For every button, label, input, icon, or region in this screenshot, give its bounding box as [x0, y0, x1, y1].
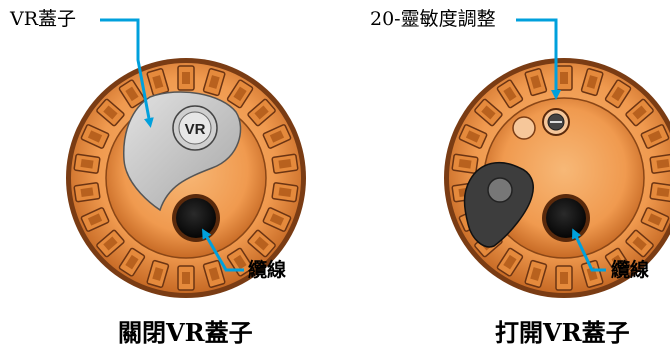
disc-tooth-slot: [560, 72, 568, 84]
disc-tooth-slot: [233, 86, 247, 102]
left-cable-arrow: [201, 228, 244, 272]
disc-tooth-slot: [103, 236, 118, 251]
disc-tooth-slot: [503, 86, 517, 102]
disc-tooth-slot: [530, 267, 542, 281]
label-cable-right: 纜線: [611, 259, 650, 281]
disc-tooth-slot: [611, 86, 625, 102]
disc-tooth-slot: [586, 75, 598, 89]
disc-tooth-slot: [560, 272, 568, 284]
disc-tooth-slot: [632, 105, 647, 120]
disc-tooth-slot: [152, 75, 164, 89]
disc-tooth-slot: [656, 187, 670, 198]
vr-logo-text: VR: [185, 121, 206, 138]
disc-tooth-slot: [254, 236, 269, 251]
disc-tooth-slot: [233, 254, 247, 270]
disc-tooth-slot: [611, 254, 625, 270]
disc-tooth-slot: [269, 213, 285, 226]
vr-cover-arrow: [100, 18, 154, 128]
disc-tooth-slot: [647, 213, 663, 226]
disc-tooth-slot: [80, 187, 94, 198]
callouts: [100, 18, 606, 272]
disc-tooth-slot: [87, 213, 103, 226]
disc-tooth-slot: [481, 105, 496, 120]
label-sensitivity-adjust: 20-靈敏度調整: [370, 8, 496, 30]
disc-tooth-slot: [278, 158, 292, 169]
caption-closed-vr-cover: 關閉VR蓋子: [118, 318, 253, 347]
disc-tooth-slot: [182, 72, 190, 84]
aux-port: [512, 116, 536, 140]
disc-tooth-slot: [530, 75, 542, 89]
label-cable-left: 纜線: [248, 259, 287, 281]
disc-tooth-slot: [80, 158, 94, 169]
disc-tooth-slot: [269, 130, 285, 143]
disc-tooth-slot: [465, 130, 481, 143]
disc-tooth-slot: [656, 158, 670, 169]
disc-tooth-slot: [208, 75, 220, 89]
disc-tooth-slot: [632, 236, 647, 251]
disc-tooth-slot: [125, 254, 139, 270]
disc-tooth-slot: [208, 267, 220, 281]
left-disc-teeth: [73, 65, 299, 291]
disc-tooth-slot: [458, 158, 472, 169]
disc-tooth-slot: [647, 130, 663, 143]
disc-tooth-slot: [125, 86, 139, 102]
opened-cover-hinge: [487, 177, 513, 203]
disc-tooth-slot: [152, 267, 164, 281]
right-disc: [444, 58, 670, 298]
caption-open-vr-cover: 打開VR蓋子: [495, 318, 630, 347]
disc-tooth-slot: [103, 105, 118, 120]
left-cable-hole: [176, 198, 216, 238]
disc-tooth-slot: [254, 105, 269, 120]
right-cable-hole: [546, 198, 586, 238]
left-disc: VR: [66, 58, 306, 298]
sensitivity-arrow: [516, 18, 561, 100]
disc-tooth-slot: [182, 272, 190, 284]
right-cable-arrow: [572, 228, 606, 272]
disc-tooth-slot: [87, 130, 103, 143]
vr-logo-inner: [178, 111, 212, 145]
disc-tooth-slot: [278, 187, 292, 198]
opened-vr-cover: [463, 161, 534, 248]
disc-tooth-slot: [503, 254, 517, 270]
label-vr-cover: VR蓋子: [10, 8, 77, 30]
